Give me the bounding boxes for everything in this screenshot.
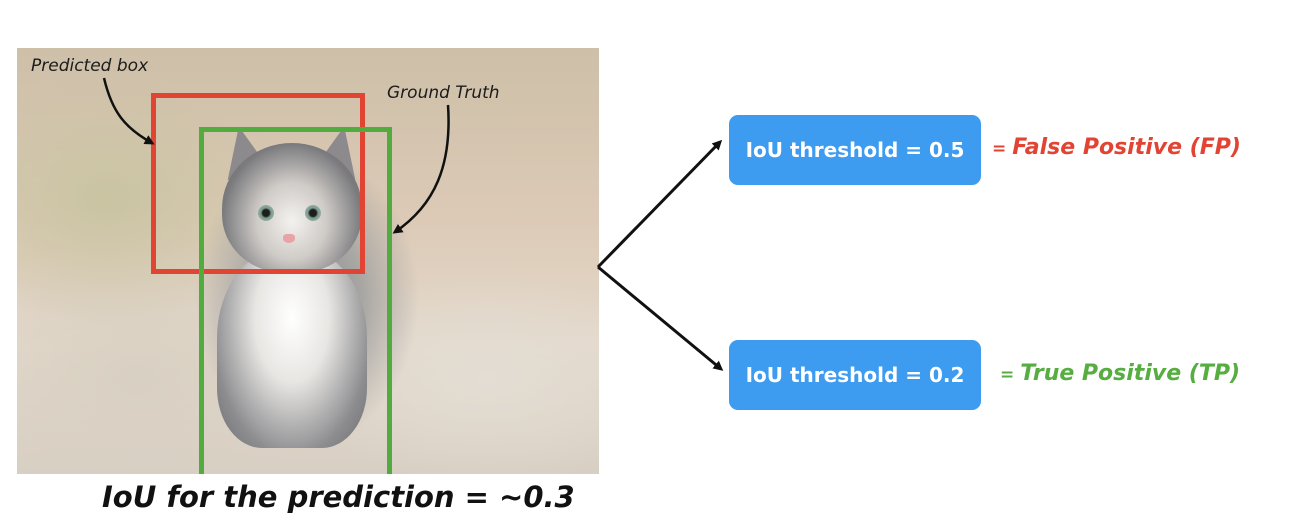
equals-sign: = (1000, 365, 1015, 385)
kitten-right-eye (305, 205, 321, 221)
false-positive-result: =False Positive (FP) (992, 135, 1241, 160)
ground-truth-pointer-arrow (392, 104, 450, 234)
true-positive-label: True Positive (TP) (1020, 361, 1241, 386)
iou-caption: IoU for the prediction = ~0.3 (102, 480, 575, 514)
predicted-box-pointer-arrow (102, 77, 155, 145)
kitten-body (217, 248, 367, 448)
equals-sign: = (992, 139, 1007, 159)
arrow-to-threshold-0-5 (596, 139, 723, 269)
kitten-photo (17, 48, 599, 474)
arrow-to-threshold-0-2 (597, 265, 724, 371)
true-positive-result: =True Positive (TP) (1000, 361, 1240, 386)
kitten-head (222, 143, 362, 273)
false-positive-label: False Positive (FP) (1012, 135, 1241, 160)
predicted-bounding-box (151, 93, 365, 274)
ground-truth-label: Ground Truth (387, 83, 500, 103)
iou-threshold-0-2-box: IoU threshold = 0.2 (729, 340, 981, 410)
ground-truth-bounding-box (199, 127, 392, 474)
kitten-nose (283, 234, 295, 243)
kitten-left-eye (258, 205, 274, 221)
iou-threshold-0-5-box: IoU threshold = 0.5 (729, 115, 981, 185)
predicted-box-label: Predicted box (31, 56, 149, 76)
